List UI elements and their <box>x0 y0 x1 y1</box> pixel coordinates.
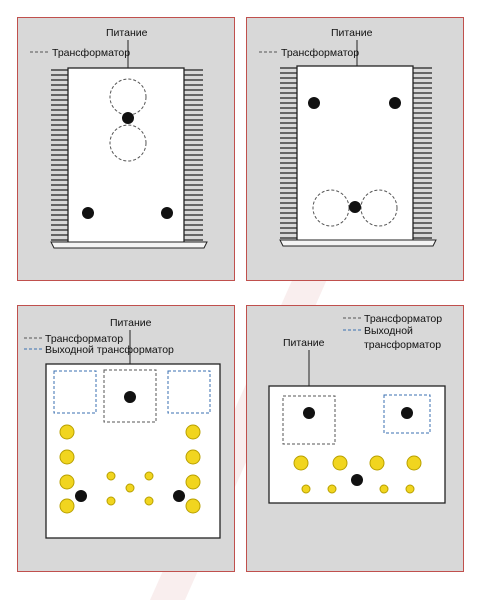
transformer-legend-label: Трансформатор <box>52 47 130 59</box>
vacuum-tube <box>301 484 311 494</box>
transistor-dot <box>173 490 185 502</box>
transistor-dot <box>303 407 315 419</box>
power-label: Питание <box>110 317 152 329</box>
vacuum-tube <box>106 471 116 481</box>
transformer-outline <box>109 78 147 116</box>
power-label: Питание <box>106 27 148 39</box>
vacuum-tube <box>59 474 75 490</box>
transformer-legend-label: Трансформатор <box>364 313 442 325</box>
vacuum-tube <box>406 455 422 471</box>
heatsink-right <box>184 69 203 241</box>
transformer-legend-label: Трансформатор <box>45 333 123 345</box>
transformer-outline <box>103 369 157 423</box>
layout-diagram: Питание Трансформатор <box>259 27 437 247</box>
vacuum-tube <box>144 496 154 506</box>
transistor-dot <box>75 490 87 502</box>
transistor-dot <box>308 97 320 109</box>
vacuum-tube <box>144 471 154 481</box>
transistor-dot <box>389 97 401 109</box>
transistor-dot <box>124 391 136 403</box>
layout-panel-top-left: Питание Трансформатор <box>17 17 235 281</box>
vacuum-tube <box>327 484 337 494</box>
output-transformer-outline <box>383 394 431 434</box>
vacuum-tube <box>59 449 75 465</box>
vacuum-tube <box>379 484 389 494</box>
mounting-plate <box>279 239 437 247</box>
vacuum-tube <box>185 498 201 514</box>
transformer-outline <box>360 189 398 227</box>
vacuum-tube <box>59 498 75 514</box>
transformer-outline <box>109 124 147 162</box>
vacuum-tube <box>59 424 75 440</box>
layout-panel-top-right: Питание Трансформатор <box>246 17 464 281</box>
vacuum-tube <box>293 455 309 471</box>
heatsink-left <box>280 67 297 239</box>
transformer-outline <box>282 395 336 445</box>
vacuum-tube <box>369 455 385 471</box>
power-label: Питание <box>331 27 373 39</box>
output-transformer-outline <box>167 370 211 414</box>
transistor-dot <box>349 201 361 213</box>
heatsink-right <box>413 67 432 239</box>
vacuum-tube <box>125 483 135 493</box>
vacuum-tube <box>185 474 201 490</box>
transistor-dot <box>122 112 134 124</box>
layout-panel-bottom-left: Питание Трансформатор Выходной трансформ… <box>17 305 235 572</box>
transistor-dot <box>82 207 94 219</box>
layout-panel-bottom-right: Трансформатор Выходной трансформатор Пит… <box>246 305 464 572</box>
output-transformer-outline <box>53 370 97 414</box>
layout-diagram: Трансформатор Выходной трансформатор Пит… <box>268 313 446 504</box>
transistor-dot <box>161 207 173 219</box>
vacuum-tube <box>185 449 201 465</box>
layout-diagram: Питание Трансформатор Выходной трансформ… <box>24 317 221 539</box>
transformer-legend-label: Трансформатор <box>281 47 359 59</box>
mounting-plate <box>50 241 208 249</box>
power-label: Питание <box>283 337 325 349</box>
output-transformer-legend-label-line1: Выходной <box>364 325 413 337</box>
transistor-dot <box>401 407 413 419</box>
output-transformer-legend-label: Выходной трансформатор <box>45 344 174 356</box>
vacuum-tube <box>405 484 415 494</box>
vacuum-tube <box>332 455 348 471</box>
output-transformer-legend-label-line2: трансформатор <box>364 339 441 351</box>
vacuum-tube <box>106 496 116 506</box>
transistor-dot <box>351 474 363 486</box>
transformer-outline <box>312 189 350 227</box>
layout-diagram: Питание Трансформатор <box>30 27 208 249</box>
heatsink-left <box>51 69 68 241</box>
vacuum-tube <box>185 424 201 440</box>
